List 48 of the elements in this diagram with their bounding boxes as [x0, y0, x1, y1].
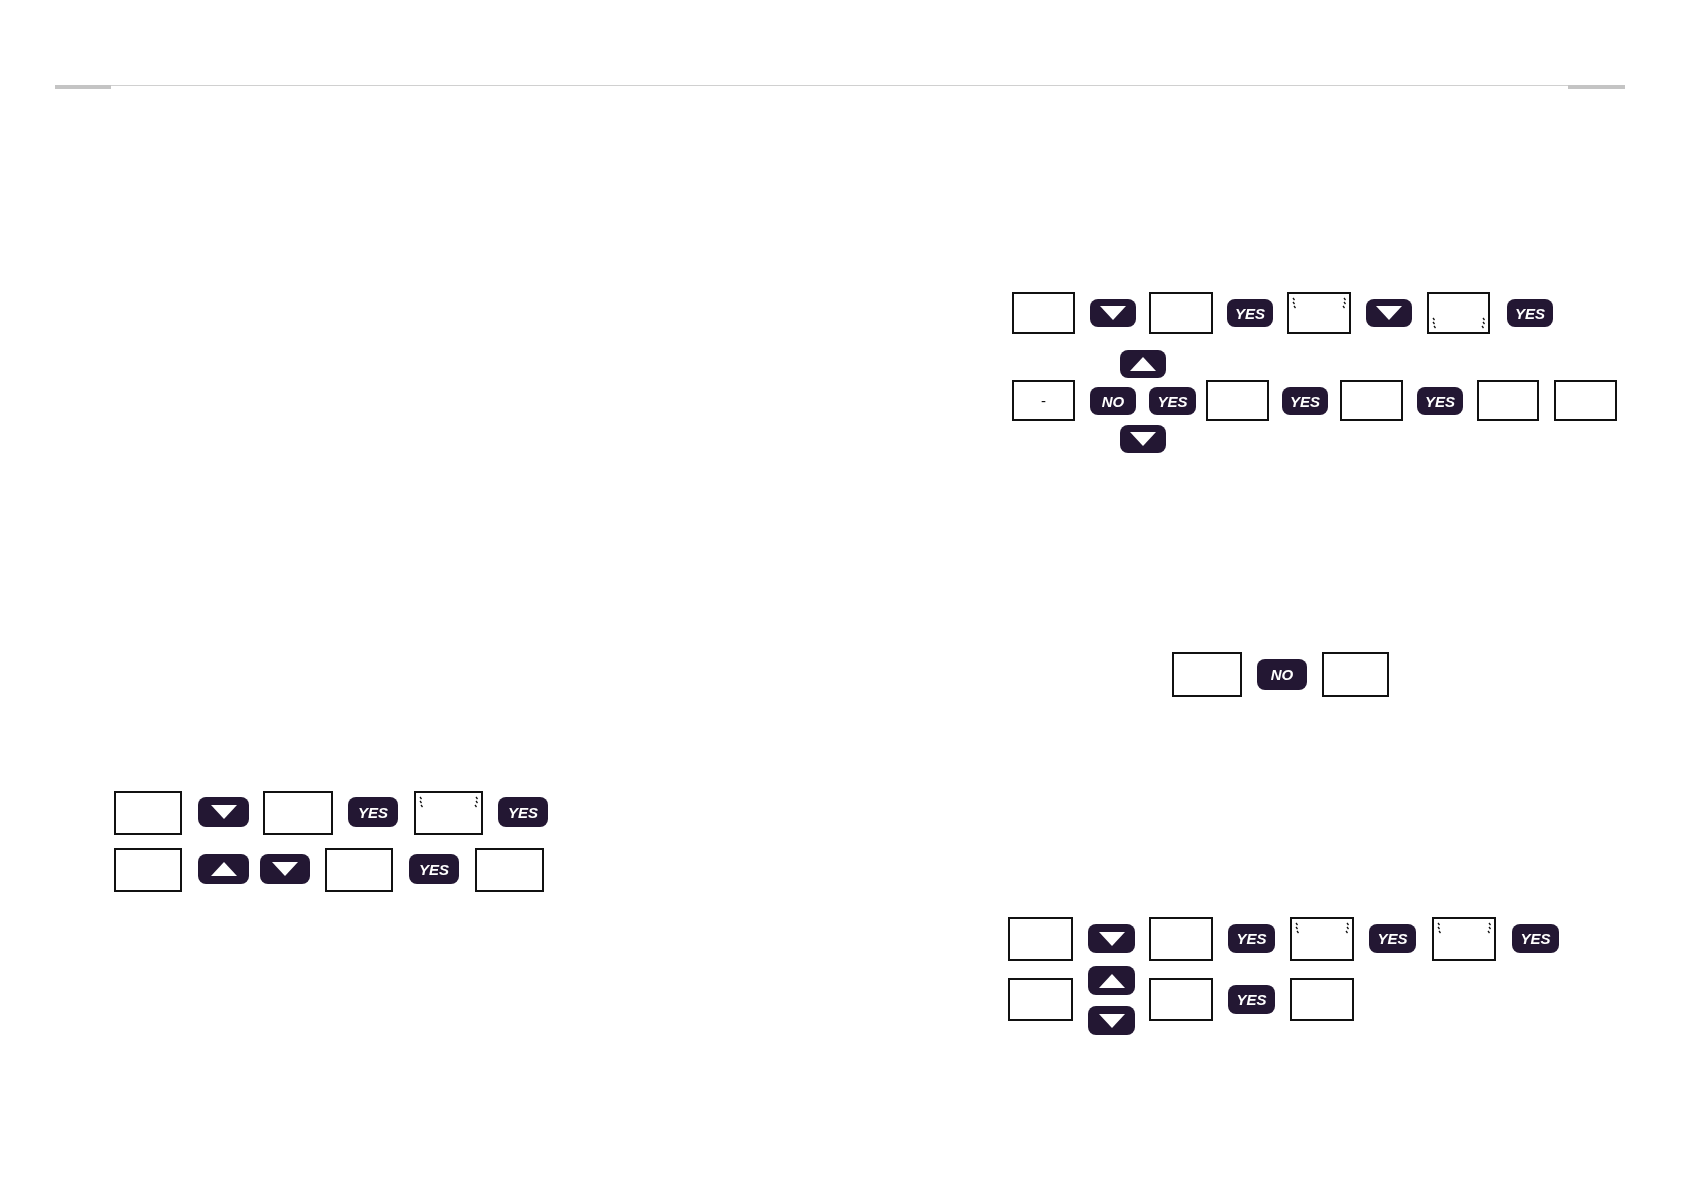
display-box: [114, 791, 182, 835]
display-box: [1008, 978, 1073, 1021]
display-box: [1008, 917, 1073, 961]
key-button: NO: [1257, 659, 1307, 690]
display-box: [1172, 652, 1242, 697]
arrow-key-button: [1366, 299, 1412, 327]
arrow-key-button: [1088, 966, 1135, 995]
arrow-key-button: [198, 854, 249, 884]
key-button: YES: [1417, 387, 1463, 415]
key-button: NO: [1090, 387, 1136, 415]
display-box: [1287, 292, 1351, 334]
display-box: [1477, 380, 1539, 421]
key-button: YES: [1512, 924, 1559, 953]
arrow-key-button: [198, 797, 249, 827]
arrow-key-button: [1090, 299, 1136, 327]
display-box: [1554, 380, 1617, 421]
display-box: [1149, 292, 1213, 334]
display-box: [1290, 917, 1354, 961]
display-box: [1149, 978, 1213, 1021]
key-button: YES: [409, 854, 459, 884]
arrow-key-button: [260, 854, 310, 884]
key-button: YES: [1369, 924, 1416, 953]
display-box: [1427, 292, 1490, 334]
key-button: YES: [498, 797, 548, 827]
display-box: [1206, 380, 1269, 421]
display-box: [1012, 292, 1075, 334]
key-button: YES: [1149, 387, 1196, 415]
key-button: YES: [1228, 985, 1275, 1014]
display-box: [1340, 380, 1403, 421]
display-box: [1432, 917, 1496, 961]
arrow-key-button: [1088, 1006, 1135, 1035]
display-box: -: [1012, 380, 1075, 421]
key-button: YES: [1227, 299, 1273, 327]
arrow-key-button: [1120, 350, 1166, 378]
display-box: [263, 791, 333, 835]
key-button: YES: [1507, 299, 1553, 327]
arrow-key-button: [1088, 924, 1135, 953]
display-box: [475, 848, 544, 892]
display-box: [325, 848, 393, 892]
arrow-key-button: [1120, 425, 1166, 453]
display-box: [1149, 917, 1213, 961]
display-box: [414, 791, 483, 835]
key-button: YES: [348, 797, 398, 827]
display-box: [1290, 978, 1354, 1021]
key-button: YES: [1228, 924, 1275, 953]
display-box: [114, 848, 182, 892]
key-button: YES: [1282, 387, 1328, 415]
display-box: [1322, 652, 1389, 697]
